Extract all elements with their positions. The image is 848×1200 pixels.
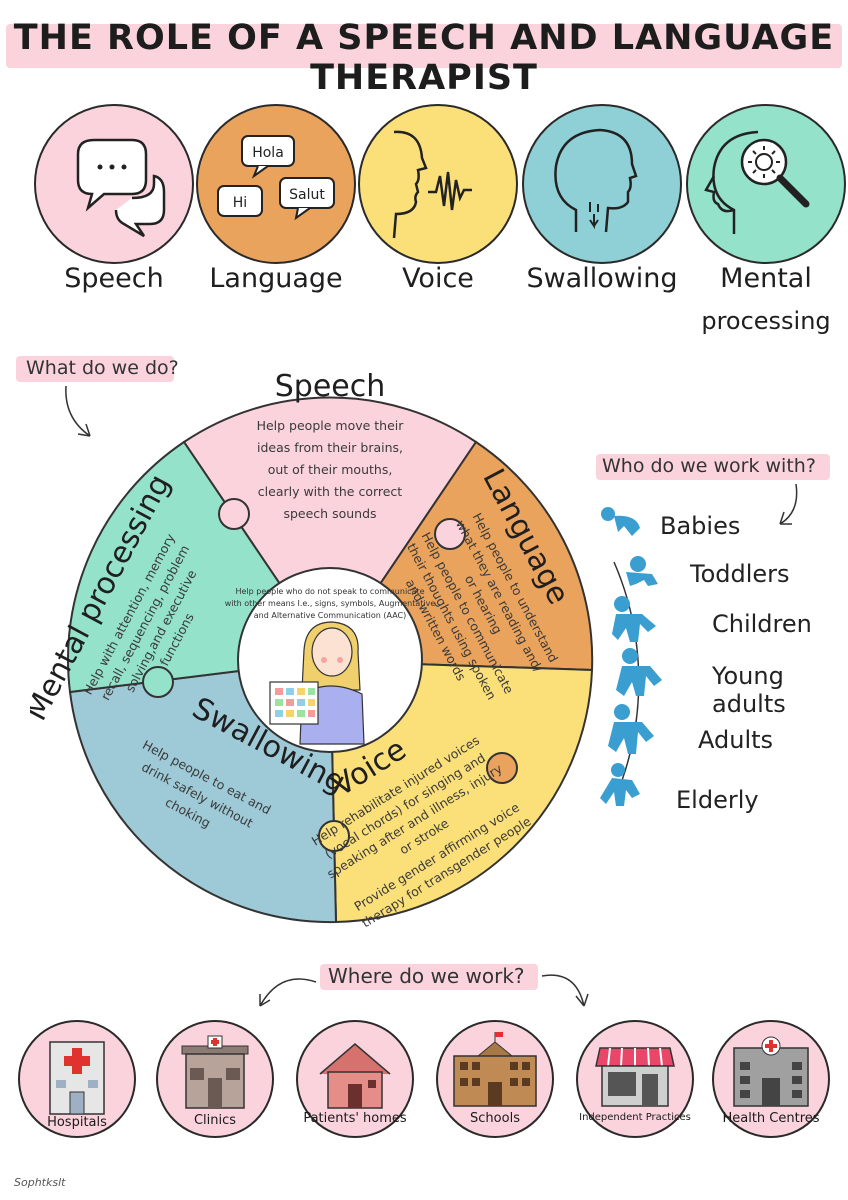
place-label-clinics: Clinics [194,1113,236,1128]
group-label-children: Children [712,610,812,638]
clinic-icon: Clinics [181,1035,249,1128]
therapist-illustration [269,621,365,745]
mental-category-label-line2: processing [701,307,831,335]
speech-segment-title: Speech [275,369,386,404]
home-place-circle: Patients' homes [296,1020,414,1138]
house-icon: Patients' homes [303,1043,407,1126]
speech-category-circle [34,104,194,264]
speech-text-line: Help people move their [257,418,405,433]
artist-signature: Sophtkslt [14,1176,66,1189]
place-label-homes: Patients' homes [303,1111,407,1126]
young-adult-figure-icon [616,648,662,696]
bubble-salut: Salut [289,187,325,203]
clinic-place-circle: Clinics [156,1020,274,1138]
speech-text-line: clearly with the correct [258,484,403,499]
speech-bubbles-icon [76,138,166,238]
speech-text-line: speech sounds [283,506,376,521]
title-highlight [6,24,842,68]
swallowing-category-label: Swallowing [526,263,678,294]
where-label-highlight [320,964,538,990]
group-label-babies: Babies [660,512,741,540]
arrow-right-icon [541,974,589,1007]
elderly-figure-icon [600,763,640,806]
child-figure-icon [612,596,656,642]
group-label-toddlers: Toddlers [690,560,790,588]
bubble-hola: Hola [252,145,284,161]
speech-category-label: Speech [64,263,164,294]
speech-text-line: ideas from their brains, [257,440,403,455]
health-centre-place-circle: Health Centres [712,1020,830,1138]
place-label-practices: Independent Practices [579,1112,691,1123]
center-text-line: Help people who do not speak to communic… [235,587,424,596]
center-text-line: and Alternative Communication (AAC) [254,611,406,620]
throat-swallow-icon [554,128,638,233]
voice-category-circle [358,104,518,264]
language-category-circle: Hola Hi Salut [196,104,356,264]
voice-category-label: Voice [402,263,474,294]
mental-category-label-line1: Mental [720,263,812,294]
bubble-hi: Hi [233,195,247,211]
page-title: THE ROLE OF A SPEECH AND LANGUAGE THERAP… [13,18,835,98]
school-icon: Schools [453,1032,537,1126]
speech-text-line: out of their mouths, [268,462,393,477]
health-centre-icon: Health Centres [722,1036,820,1126]
arrow-left-icon [259,978,317,1007]
place-label-schools: Schools [470,1111,520,1126]
mental-category-circle [686,104,846,264]
where-label: Where do we work? [328,964,525,988]
center-text-line: with other means I.e., signs, symbols, A… [225,599,436,608]
what-label-highlight [16,356,174,382]
baby-figure-icon [601,507,640,536]
place-label-health-centres: Health Centres [722,1111,819,1126]
hospital-icon: Hospitals [47,1041,107,1130]
language-category-label: Language [209,263,343,294]
adult-figure-icon [608,704,654,754]
place-label-hospitals: Hospitals [47,1115,107,1130]
toddler-figure-icon [626,556,658,586]
language-bubbles-icon: Hola Hi Salut [217,135,335,221]
practice-place-circle: Independent Practices [576,1020,694,1138]
arrow-down-icon [779,483,798,525]
shop-icon: Independent Practices [579,1047,691,1123]
who-label: Who do we work with? [602,455,816,477]
school-place-circle: Schools [436,1020,554,1138]
group-label-elderly: Elderly [676,786,759,814]
people-bracket [600,507,662,806]
group-label-adults: Adults [698,726,774,754]
arrow-down-icon [65,385,91,437]
voice-wave-icon [392,130,472,239]
group-label-young-adults: Young adults [712,662,786,718]
head-gear-icon [704,130,810,234]
hospital-place-circle: Hospitals [18,1020,136,1138]
swallowing-category-circle [522,104,682,264]
role-wheel: Speech Help people move their ideas from… [30,369,594,930]
who-label-highlight [596,454,830,480]
what-label: What do we do? [26,357,179,379]
